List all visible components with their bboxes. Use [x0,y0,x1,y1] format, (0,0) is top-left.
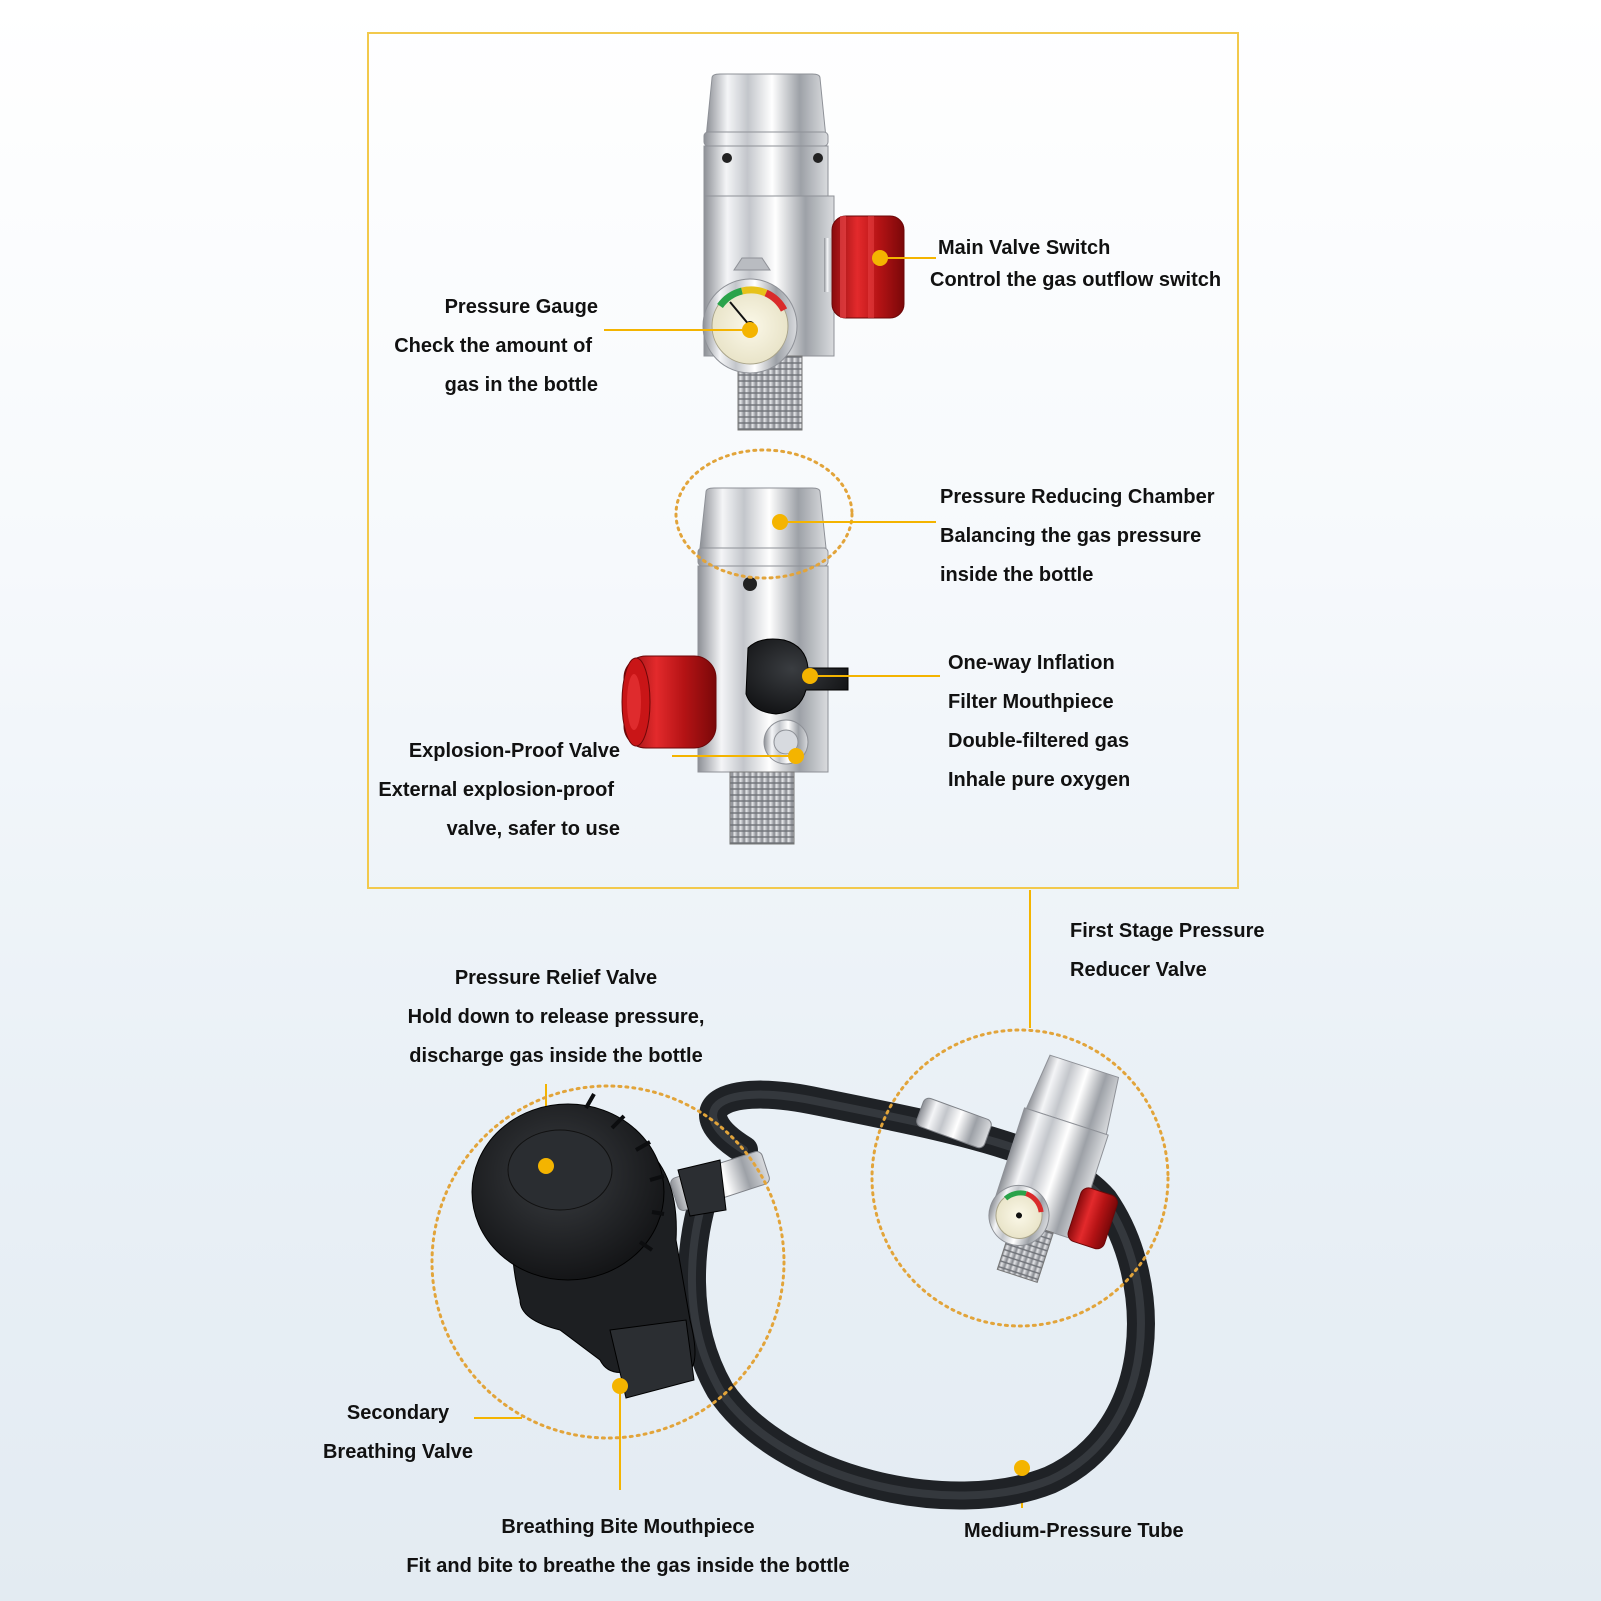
label-reducing-chamber: Pressure Reducing Chamber Balancing the … [940,478,1215,595]
pressure-gauge-desc-2: gas in the bottle [444,374,598,396]
valve-middle [621,487,849,845]
dot-explosion-proof [788,748,804,764]
reducing-chamber-title: Pressure Reducing Chamber [940,486,1215,508]
dot-bite-mouthpiece [612,1378,628,1394]
pressure-gauge-title: Pressure Gauge [444,296,598,318]
one-way-desc-3: Inhale pure oxygen [948,769,1131,791]
bite-mouthpiece-desc: Fit and bite to breathe the gas inside t… [406,1555,850,1577]
reducing-chamber-desc-2: inside the bottle [940,564,1094,586]
label-bite-mouthpiece: Breathing Bite Mouthpiece Fit and bite t… [368,1508,888,1586]
main-valve-title: Main Valve Switch [938,237,1111,259]
explosion-proof-desc-2: valve, safer to use [446,818,620,840]
dot-pressure-gauge [742,322,758,338]
dot-main-valve [872,250,888,266]
reducing-chamber-desc-1: Balancing the gas pressure [940,525,1202,547]
detail-frame [367,32,1239,889]
relief-valve-title: Pressure Relief Valve [454,967,658,989]
label-main-valve: Main Valve Switch Control the gas outflo… [930,232,1221,296]
label-secondary: Secondary Breathing Valve [298,1394,498,1472]
one-way-desc-2: Double-filtered gas [948,730,1130,752]
secondary-line-1: Secondary [346,1402,450,1424]
dot-relief-valve [538,1158,554,1174]
first-stage-line-1: First Stage Pressure [1070,920,1265,942]
label-explosion-proof: Explosion-Proof Valve External explosion… [378,732,620,849]
dot-one-way [802,668,818,684]
one-way-title: One-way Inflation [948,652,1115,674]
pressure-gauge-desc-1: Check the amount of [394,335,592,357]
first-stage-line-2: Reducer Valve [1070,959,1207,981]
explosion-proof-desc-1: External explosion-proof [378,779,614,801]
dot-reducing-chamber [772,514,788,530]
main-valve-desc: Control the gas outflow switch [930,269,1222,291]
dot-medium-tube [1014,1460,1030,1476]
callout-dots [538,250,1030,1476]
medium-tube-title: Medium-Pressure Tube [964,1520,1184,1542]
relief-valve-desc-2: discharge gas inside the bottle [409,1045,703,1067]
label-relief-valve: Pressure Relief Valve Hold down to relea… [356,959,756,1076]
valve-top [702,73,905,431]
relief-valve-desc-1: Hold down to release pressure, [407,1006,705,1028]
label-pressure-gauge: Pressure Gauge Check the amount of gas i… [394,288,598,405]
one-way-desc-1: Filter Mouthpiece [948,691,1114,713]
label-first-stage: First Stage Pressure Reducer Valve [1070,912,1265,990]
secondary-line-2: Breathing Valve [322,1441,474,1463]
second-stage-regulator [471,1093,727,1399]
explosion-proof-title: Explosion-Proof Valve [408,740,620,762]
label-one-way: One-way Inflation Filter Mouthpiece Doub… [948,644,1130,800]
label-medium-tube: Medium-Pressure Tube [964,1512,1184,1551]
bite-mouthpiece-title: Breathing Bite Mouthpiece [501,1516,755,1538]
first-stage-valve-small [870,1028,1170,1328]
